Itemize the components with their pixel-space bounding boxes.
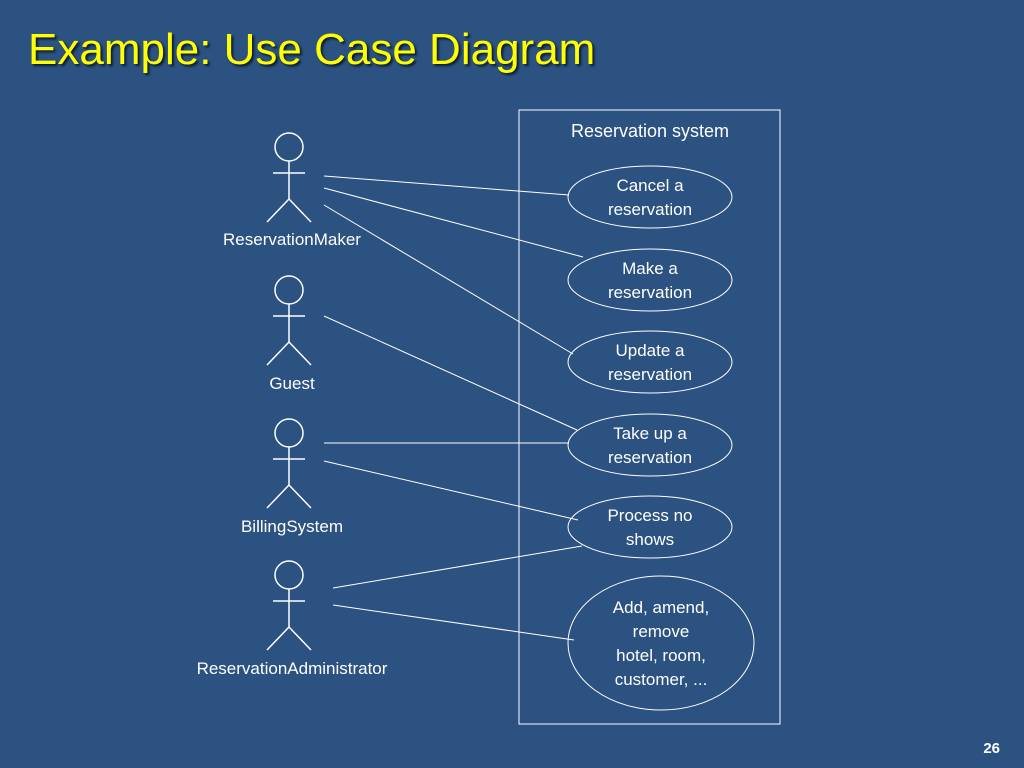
actor-right-leg [288, 341, 312, 366]
use-case-label: Process no [607, 506, 692, 525]
association-line [323, 187, 584, 258]
slide-title: Example: Use Case Diagram [28, 25, 596, 74]
actor-left-leg [266, 484, 290, 509]
association-line [323, 315, 578, 431]
use-case: Update a reservation [567, 330, 733, 394]
use-case-label: hotel, room, [616, 646, 706, 665]
use-case-label: remove [633, 622, 690, 641]
actor-head [274, 418, 304, 448]
use-case: Cancel a reservation [567, 165, 733, 229]
actor-label: BillingSystem [241, 517, 343, 536]
actor-label: ReservationAdministrator [197, 659, 388, 678]
use-case-label: customer, ... [615, 670, 708, 689]
use-case-label: Take up a [613, 424, 687, 443]
use-case-ellipse [567, 495, 733, 559]
actor-head [274, 560, 304, 590]
page-number: 26 [983, 740, 1000, 757]
use-case: Take up a reservation [567, 413, 733, 477]
use-case-ellipse [567, 248, 733, 312]
association-line [323, 460, 579, 521]
use-case-ellipse [567, 330, 733, 394]
associations [323, 175, 584, 641]
actor: Guest [266, 275, 315, 393]
system-label: Reservation system [571, 121, 729, 141]
use-case-label: Add, amend, [613, 598, 709, 617]
association-line [323, 175, 570, 196]
use-case-label: Cancel a [616, 176, 684, 195]
actor-label: Guest [269, 374, 315, 393]
use-case-label: reservation [608, 448, 692, 467]
use-case-label: reservation [608, 200, 692, 219]
actor-label: ReservationMaker [223, 230, 361, 249]
use-case-ellipse [567, 413, 733, 477]
use-case-ellipse [567, 575, 755, 711]
use-case: Process no shows [567, 495, 733, 559]
use-case-label: Make a [622, 259, 678, 278]
actor-left-leg [266, 341, 290, 366]
actor-left-leg [266, 626, 290, 651]
use-case-label: shows [626, 530, 674, 549]
actor-right-leg [288, 198, 312, 223]
association-line [323, 204, 574, 355]
association-line [332, 545, 583, 589]
actor-left-leg [266, 198, 290, 223]
use-case-label: Update a [616, 341, 686, 360]
actor-head [274, 275, 304, 305]
actor: ReservationMaker [223, 132, 361, 249]
actor: ReservationAdministrator [197, 560, 388, 678]
actor-head [274, 132, 304, 162]
actor-right-leg [288, 626, 312, 651]
use-case-label: reservation [608, 365, 692, 384]
system-boundary [518, 109, 781, 725]
actors: ReservationMakerGuestBillingSystemReserv… [197, 132, 388, 678]
use-case: Make a reservation [567, 248, 733, 312]
use-case-label: reservation [608, 283, 692, 302]
actor: BillingSystem [241, 418, 343, 536]
association-line [332, 604, 575, 641]
use-case-ellipse [567, 165, 733, 229]
actor-right-leg [288, 484, 312, 509]
use-case: Add, amend, remove hotel, room, customer, .… [567, 575, 755, 711]
